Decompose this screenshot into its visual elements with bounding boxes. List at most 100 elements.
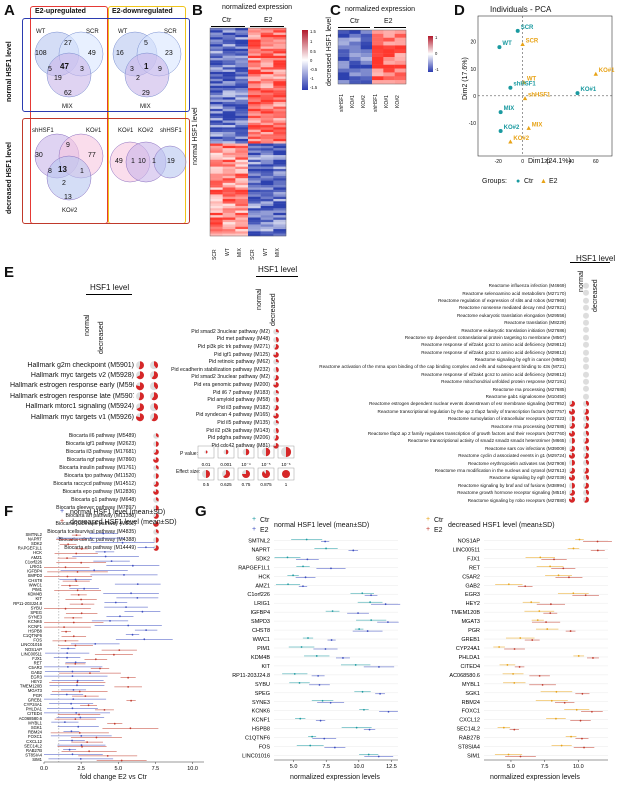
pie-bg (583, 319, 589, 326)
heatmap-cell (248, 229, 261, 232)
enrichment-pies (569, 445, 589, 452)
heatmap-cell (210, 136, 223, 140)
enrichment-term: Biocarta igf1 pathway (M2623) (65, 441, 136, 447)
heatmap-cell (222, 173, 236, 177)
enrichment-row: Reactome sumoylation of intracellular re… (318, 415, 596, 422)
pie-fill (153, 481, 159, 487)
f-point-decreased (75, 534, 78, 536)
g-point-ctr (557, 574, 560, 577)
heatmap-b-side: normal HSF1 level (192, 107, 199, 165)
heatmap-cell (210, 208, 223, 211)
enrichment-row: Reactome signaling by egfr (M27039) (318, 474, 596, 481)
heatmap-cell (210, 129, 223, 133)
enrichment-term: Reactome rna processing (M27685) (492, 386, 566, 392)
heatmap-cell (260, 111, 274, 114)
heatmap-cell (349, 33, 361, 38)
heatmap-cell (248, 62, 261, 66)
f-point-decreased (106, 755, 109, 757)
heatmap-cell (210, 99, 223, 103)
heatmap-cell (394, 60, 407, 65)
pca-point-label: KO#1 (581, 87, 597, 93)
heatmap-cell (349, 72, 361, 77)
heatmap-cell (273, 145, 287, 149)
venn-label: KO#2 (62, 208, 78, 214)
pie-bg (583, 341, 589, 348)
heatmap-cell (338, 68, 350, 73)
enrichment-row: Pid syndecan 4 pathway (M165) (150, 412, 300, 420)
enrichment-row: Hallmark myc targets v2 (M5928) (10, 370, 164, 380)
heatmap-cell (273, 99, 287, 103)
enrichment-term: Biocarta g1 pathway (M648) (71, 497, 136, 503)
enrichment-pies (273, 427, 279, 434)
heatmap-cell (222, 145, 236, 149)
g-point-e2 (370, 594, 372, 597)
enrichment-row: Reactome regulation of expression of sli… (318, 297, 596, 304)
g-point-e2 (318, 683, 321, 686)
f-gene-label: PIM1 (32, 587, 42, 592)
col-header-decreased: decreased (270, 293, 277, 326)
heatmap-cell (248, 104, 261, 107)
legend-box (217, 445, 235, 459)
pie-fill (246, 448, 250, 456)
pca-ylabel: Dim2 (17.6%) (462, 57, 469, 100)
g-point-e2 (513, 728, 516, 731)
g-point-e2 (329, 701, 332, 704)
pca-xtick: 0 (521, 159, 524, 165)
enrichment-row: Reactome response of eif2ak4 gcn2 to ami… (318, 371, 596, 378)
heatmap-cell (235, 41, 249, 45)
f-gene-label: PGR (33, 693, 42, 698)
f-point-normal (143, 638, 146, 641)
heatmap-cell (248, 132, 261, 135)
heatmap-cell (372, 37, 384, 42)
heatmap-cell (222, 44, 236, 47)
heatmap-c-side: decreased HSF1 level (326, 17, 333, 86)
heatmap-cell (235, 157, 249, 160)
pie-fill (569, 423, 575, 430)
pca-title: Individuals - PCA (490, 5, 552, 14)
venn-count: 23 (165, 50, 173, 57)
heatmap-cell (248, 162, 261, 165)
heatmap-cell (222, 90, 236, 93)
heatmap-cell (210, 64, 223, 68)
heatmap-cell (222, 48, 236, 52)
heatmap-cell (273, 60, 287, 63)
g-point-ctr (513, 681, 516, 684)
heatmap-cell (273, 48, 287, 52)
heatmap-cell (260, 53, 274, 56)
enrichment-row: Reactome nonsense mediated decay nmd (M2… (318, 304, 596, 311)
heatmap-cell (349, 53, 361, 58)
venn-count: 10 (138, 158, 146, 165)
enrichment-pies (583, 319, 589, 326)
heatmap-cell (235, 90, 249, 93)
enrichment-term: Pid amyloid pathway (M58) (207, 397, 270, 404)
g-point-e2 (377, 755, 380, 758)
effect-value: 0.625 (220, 482, 232, 487)
heatmap-cell (248, 85, 261, 89)
heatmap-cell (235, 125, 249, 128)
heatmap-cell (248, 210, 261, 214)
heatmap-cell (210, 166, 223, 170)
heatmap-cell (222, 192, 236, 195)
col-label: SCR (250, 249, 256, 260)
heatmap-cell (222, 226, 236, 230)
heatmap-cell (260, 175, 274, 179)
enrichment-term: Reactome gab1 signalosome (M10450) (485, 394, 566, 400)
heatmap-cell (273, 122, 287, 126)
enrichment-row: Reactome tfap2 ap 2 family regulates tra… (318, 430, 596, 437)
pca-point (575, 91, 580, 96)
panel-letter-b: B (192, 2, 203, 19)
heatmap-cell (248, 28, 261, 31)
g-point-e2 (306, 558, 309, 561)
pie-fill (153, 521, 159, 527)
heatmap-cell (210, 44, 223, 47)
enrichment-term: Hallmark myc targets v1 (M5926) (30, 413, 134, 421)
heatmap-b (209, 27, 287, 237)
heatmap-cell (210, 122, 223, 126)
g-xtick: 10.0 (353, 764, 364, 770)
g-gene-label: CITED4 (460, 664, 480, 670)
heatmap-cell (260, 138, 274, 142)
g-point-e2 (302, 585, 304, 588)
heatmap-cell (260, 28, 274, 31)
f-point-decreased (127, 686, 130, 688)
enrichment-pies (136, 413, 158, 422)
